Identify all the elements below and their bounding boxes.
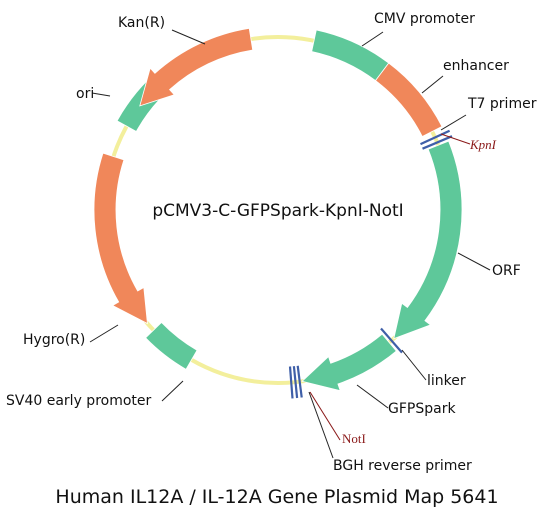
- enhancer-arc: [374, 62, 443, 138]
- kan-resistance-arrow: [139, 27, 254, 107]
- leader-line: [440, 114, 467, 131]
- site-tick: [420, 129, 451, 146]
- orf-label: ORF: [492, 263, 521, 279]
- kan-label: Kan(R): [118, 15, 165, 31]
- enhancer-label: enhancer: [443, 58, 509, 74]
- leader-line: [89, 324, 119, 343]
- site-tick: [296, 365, 303, 398]
- cmv-promoter-arc: [311, 29, 390, 82]
- leader-line: [171, 29, 206, 45]
- noti-site-mark: [288, 365, 303, 399]
- ori-label: ori: [76, 86, 94, 102]
- noti-site-label: NotI: [342, 431, 366, 446]
- label-leader-lines: [89, 29, 491, 459]
- plasmid-map: Kan(R) CMV promoter enhancer T7 primer K…: [6, 11, 537, 474]
- leader-line: [308, 391, 334, 459]
- kpni-site-mark: [420, 129, 453, 150]
- sv40-early-promoter-arc: [145, 321, 198, 370]
- cmv-promoter-label: CMV promoter: [374, 11, 475, 27]
- leader-line: [421, 75, 444, 94]
- sv40-label: SV40 early promoter: [6, 393, 152, 409]
- leader-line: [356, 384, 389, 409]
- t7-primer-label: T7 primer: [467, 96, 537, 112]
- site-tick: [292, 366, 299, 399]
- orf-arrow: [393, 140, 463, 340]
- plasmid-name: pCMV3-C-GFPSpark-KpnI-NotI: [152, 201, 403, 221]
- leader-line: [361, 31, 384, 47]
- hygro-label: Hygro(R): [23, 332, 85, 348]
- site-tick: [380, 327, 403, 354]
- leader-line: [91, 92, 111, 97]
- kpni-site-label: KpnI: [469, 137, 497, 152]
- leader-line: [309, 391, 341, 441]
- hygro-resistance-arrow: [93, 152, 148, 325]
- linker-site-mark: [380, 327, 403, 354]
- site-tick: [288, 366, 294, 399]
- gfpspark-arrow: [301, 333, 397, 392]
- figure-caption: Human IL12A / IL-12A Gene Plasmid Map 56…: [55, 486, 499, 508]
- leader-line: [440, 133, 471, 145]
- leader-line: [161, 380, 184, 402]
- site-tick: [422, 135, 453, 150]
- linker-label: linker: [427, 373, 466, 389]
- gfpspark-label: GFPSpark: [388, 401, 456, 417]
- bgh-primer-label: BGH reverse primer: [333, 458, 472, 474]
- leader-line: [457, 252, 491, 271]
- leader-line: [401, 349, 427, 381]
